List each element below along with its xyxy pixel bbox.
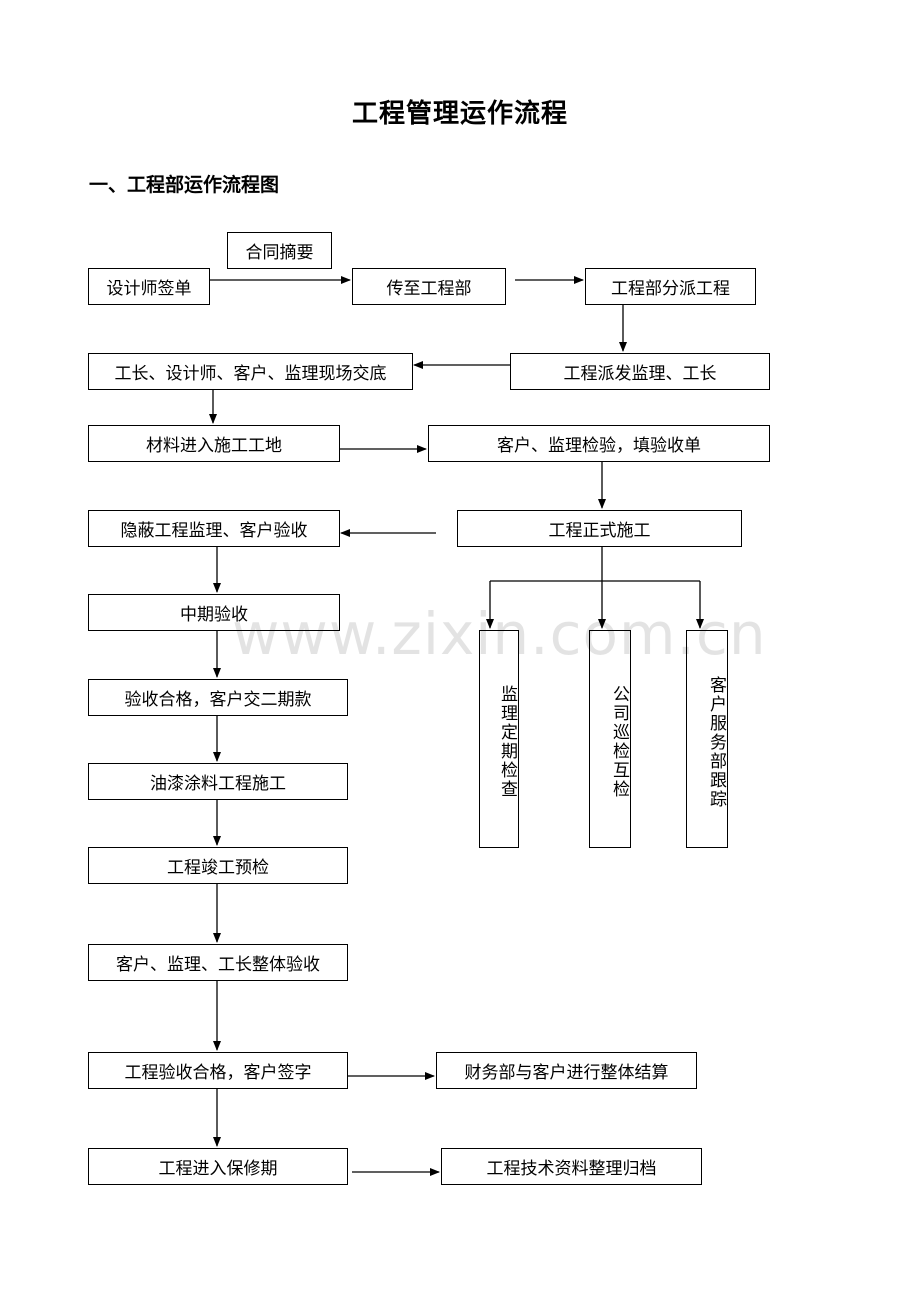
node-second-payment: 验收合格，客户交二期款 [88, 679, 348, 716]
node-final-settlement: 财务部与客户进行整体结算 [436, 1052, 697, 1089]
node-onsite-handover: 工长、设计师、客户、监理现场交底 [88, 353, 413, 390]
node-company-patrol: 公司巡检互检 [589, 630, 631, 848]
node-materials-enter: 材料进入施工工地 [88, 425, 340, 462]
node-completion-precheck: 工程竣工预检 [88, 847, 348, 884]
node-supervisor-check: 监理定期检查 [479, 630, 519, 848]
node-pass-to-dept: 传至工程部 [352, 268, 506, 305]
node-dept-assigns: 工程部分派工程 [585, 268, 756, 305]
section-heading: 一、工程部运作流程图 [89, 174, 280, 196]
node-warranty-period: 工程进入保修期 [88, 1148, 348, 1185]
node-midterm-acceptance: 中期验收 [88, 594, 340, 631]
node-concealed-acceptance: 隐蔽工程监理、客户验收 [88, 510, 340, 547]
node-service-followup: 客户服务部跟踪 [686, 630, 728, 848]
node-archive-docs: 工程技术资料整理归档 [441, 1148, 702, 1185]
node-overall-acceptance: 客户、监理、工长整体验收 [88, 944, 348, 981]
node-paint-coating: 油漆涂料工程施工 [88, 763, 348, 800]
node-accepted-signed: 工程验收合格，客户签字 [88, 1052, 348, 1089]
node-designer-signing: 设计师签单 [88, 268, 210, 305]
node-formal-construction: 工程正式施工 [457, 510, 742, 547]
node-contract-summary: 合同摘要 [227, 232, 332, 269]
node-assign-supervisor: 工程派发监理、工长 [510, 353, 770, 390]
page-title: 工程管理运作流程 [351, 99, 568, 129]
node-inspection-form: 客户、监理检验，填验收单 [428, 425, 770, 462]
